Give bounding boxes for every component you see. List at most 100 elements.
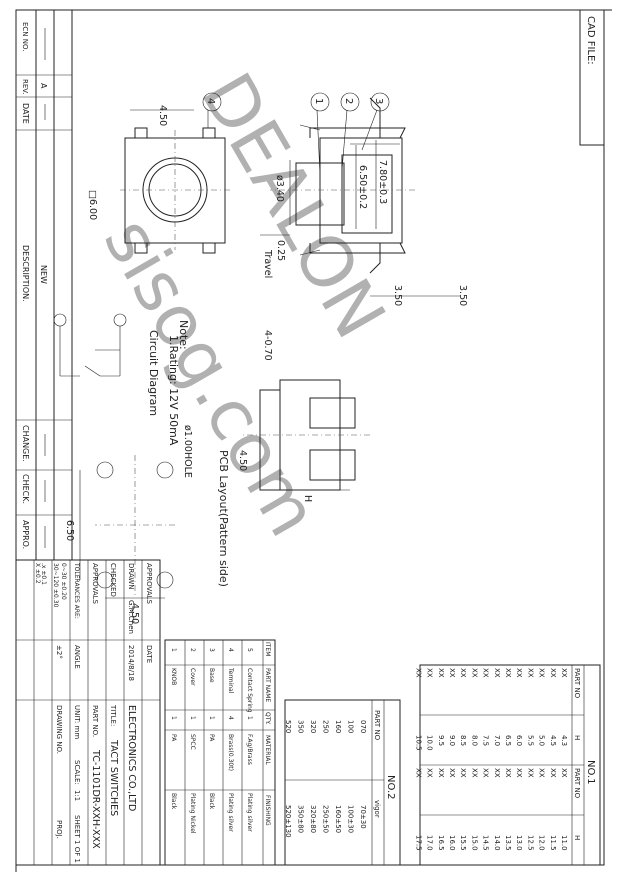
bom-cell-4-3: PA [170,734,177,742]
bom-cell-3-3: SPCC [189,734,196,750]
no2-cell-5-0: 350 [297,720,305,733]
tb-tol-row-1: 30~120 ±0.30 [52,563,59,608]
no1-cell-1-3: 11.5 [549,835,557,851]
bom-cell-3-4: Plating Nickel [189,793,196,834]
no1-cell-8-2: XX [470,768,478,778]
tb-date: DATE [145,645,153,663]
tb-approvals: APPROVALS [145,563,153,605]
tb-tol-row-2: .x ±0.1 [40,563,47,585]
no1-cell-2-1: 5.0 [538,735,546,746]
no1-cell-5-3: 13.5 [504,835,512,851]
pcb-dim-450: 4.50 [129,603,140,624]
bom-cell-0-4: Plating silver [246,793,253,832]
no2-cell-3-1: 250±50 [322,805,330,833]
no1-cell-9-1: 8.5 [459,735,467,746]
bom-cell-1-2: 4 [227,716,234,720]
no1-cell-11-0: XX [437,668,445,678]
dim-travel-label: Travel [262,249,273,278]
bom-cell-1-4: Plating silver [227,793,234,832]
bom-cell-0-2: 1 [246,716,253,720]
rev-value-a: A [39,83,48,89]
no1-cell-0-0: XX [560,668,568,678]
pcb-hole-label: ø1.00HOLE [182,425,193,478]
rev-header-appro: APPRO. [21,520,30,549]
dim-top-width: 4.50 [157,105,168,126]
bom-cell-1-0: 4 [227,648,234,652]
bom-header-3: MATERIAL [264,735,271,765]
no1-rows: XX4.3XX11.0XX4.5XX11.5XX5.0XX12.0XX5.5XX… [414,668,568,851]
top-view: 4 4.50 □6.00 [87,92,230,254]
no1-cell-7-2: XX [482,768,490,778]
bom-cell-4-4: Black [170,793,177,810]
bom-cell-2-3: PA [208,734,215,742]
no1-cell-8-3: 15.0 [470,835,478,851]
no1-cell-1-0: XX [549,668,557,678]
no1-cell-6-2: XX [493,768,501,778]
tb-drawn-by: G.M.Chen [127,600,135,634]
no1-header-3: H [573,835,581,840]
front-view: 4-0.70 4.50 H [237,330,370,502]
no2-cell-6-1: 520±130 [284,805,292,838]
no2-cell-0-1: 70±30 [359,805,367,829]
tb-proj: PROJ. [55,820,63,839]
no1-cell-5-0: XX [504,668,512,678]
no1-cell-11-2: XX [437,768,445,778]
front-h-label: H [302,495,313,502]
bom-header-4: FINISHING [264,795,271,826]
no1-cell-6-1: 7.0 [493,735,501,746]
no1-cell-3-2: XX [526,768,534,778]
balloon-4: 4 [205,98,216,104]
bom-cell-3-2: 1 [189,716,196,720]
note-rating: 1.Rating: 12V 50mA [167,335,180,446]
tb-unit: UNIT: mm [73,705,81,739]
pcb-dim-650: 6.50 [64,520,75,541]
no1-title: NO.1 [585,760,596,785]
tb-part-no-label: PART NO. [91,705,99,737]
no1-cell-5-1: 6.5 [504,735,512,746]
no1-cell-4-3: 13.0 [515,835,523,851]
circuit-diagram: Circuit Diagram [53,313,160,416]
dim-travel-value: 0.25 [275,240,286,261]
pcb-title: PCB Layout(Pattern side) [217,450,230,587]
no1-cell-6-0: XX [493,668,501,678]
no1-cell-2-2: XX [538,768,546,778]
bom-table: ITEM PART NAME QTY. MATERIAL FINISHING 5… [164,639,276,866]
dim-knob-dia: ø3.40 [274,175,285,202]
rev-header-check: CHECK. [21,474,30,504]
tb-checked: CHECKED [109,563,117,597]
no1-cell-5-2: XX [504,768,512,778]
no1-cell-7-0: XX [482,668,490,678]
no1-cell-9-2: XX [459,768,467,778]
no1-cell-7-1: 7.5 [482,735,490,746]
side-knob [295,162,345,226]
tb-tol-row-3: X ±0.2 [34,563,41,584]
note-block: Note: 1.Rating: 12V 50mA [167,320,190,446]
bom-cell-1-3: Brass(0.30t) [227,734,234,771]
no1-cell-10-1: 9.0 [448,735,456,746]
no1-cell-11-1: 9.5 [437,735,445,746]
no1-cell-12-2: XX [426,768,434,778]
no1-table: NO.1 PART NO H PART NO H XX4.3XX11.0XX4.… [414,664,601,866]
bom-cell-2-4: Black [208,793,215,810]
no1-cell-10-3: 16.0 [448,835,456,851]
tb-angle-val: ±2° [55,645,63,659]
no2-cell-1-1: 100±30 [347,805,355,833]
no1-cell-6-3: 14.0 [493,835,501,851]
bom-cell-0-1: Contact Spring [246,668,253,713]
no1-cell-7-3: 14.5 [482,835,490,851]
no1-cell-3-3: 12.5 [526,835,534,851]
no2-cell-6-0: 520 [284,720,292,733]
bom-cell-0-0: 5 [246,648,253,652]
title-block: APPROVALS DATE DRAWN G.M.Chen 2014/8/18 … [15,559,161,866]
no2-header-1: vigor [373,800,381,818]
tb-drawn-date: 2014/8/18 [127,645,135,681]
no1-cell-2-3: 12.0 [538,835,546,851]
no2-cell-3-0: 250 [322,720,330,733]
tb-drawing-no: DRAWING NO. [55,705,63,754]
no1-cell-3-0: XX [526,668,534,678]
circuit-title: Circuit Diagram [147,330,160,416]
no1-cell-0-2: XX [560,768,568,778]
rev-header-ecn: ECN NO. [21,22,29,51]
